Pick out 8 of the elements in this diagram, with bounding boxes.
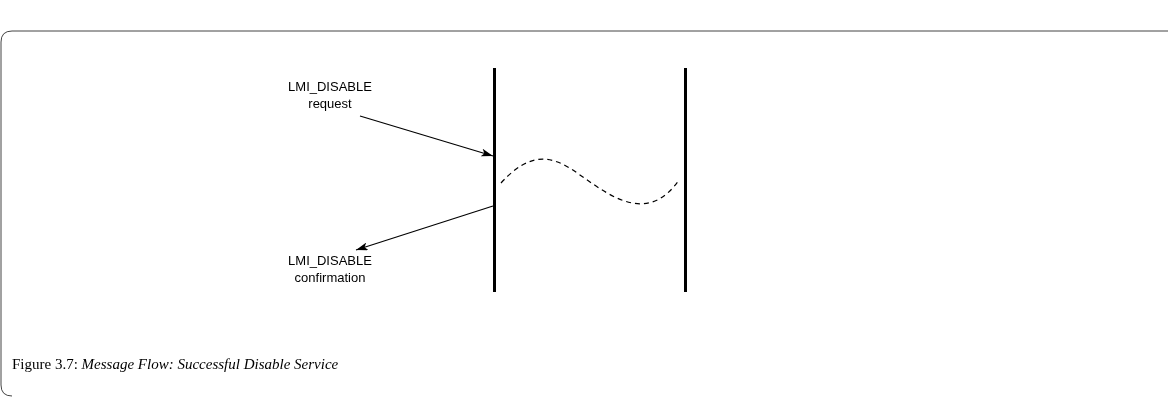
lifeline-bar: [684, 68, 687, 292]
message-label: LMI_DISABLE request: [287, 78, 373, 112]
figure-caption: Figure 3.7: Message Flow: Successful Disable Service: [12, 356, 339, 373]
lifeline-bar: [493, 68, 496, 292]
dashed-wavy-line: [500, 158, 680, 205]
message-label: LMI_DISABLE confirmation: [287, 252, 373, 286]
arrow: [359, 115, 494, 157]
arrow: [355, 205, 494, 251]
